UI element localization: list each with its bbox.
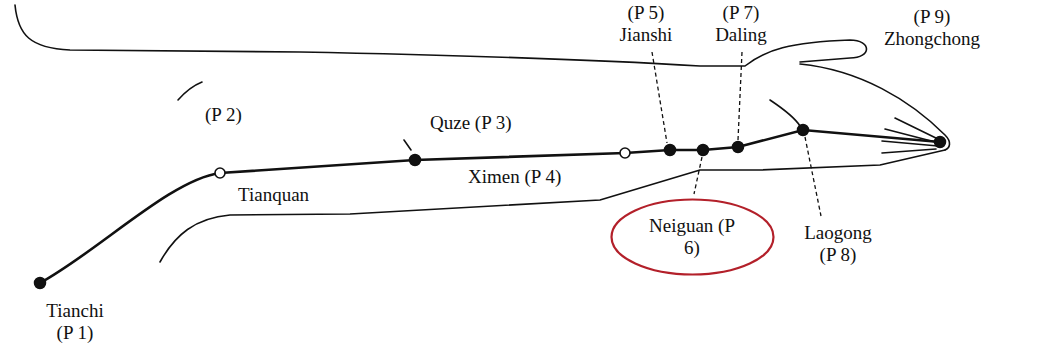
point-label: Quze (P 3): [430, 112, 512, 134]
elbow-crease: [178, 82, 202, 100]
acupoint-dot: [733, 142, 744, 153]
leader-line: [805, 137, 821, 216]
acupoint-open-dot: [215, 168, 225, 178]
point-label: Tianquan: [238, 184, 309, 206]
point-label: Laogong (P 8): [796, 222, 880, 266]
point-label: (P 9) Zhongchong: [876, 6, 988, 50]
acupoint-dot: [35, 278, 46, 289]
point-label: Neiguan (P 6): [647, 215, 737, 259]
leader-line: [738, 52, 742, 140]
acupoint-dot: [698, 145, 709, 156]
finger-line: [882, 149, 936, 153]
acupoint-dot: [410, 155, 421, 166]
ellipse-outline: [611, 200, 773, 275]
point-label: (P 5) Jianshi: [610, 2, 682, 46]
acupoint-dot: [935, 137, 946, 148]
point-label: Ximen (P 4): [468, 166, 561, 188]
palm-crease: [770, 100, 800, 126]
acupoint-dot: [798, 125, 809, 136]
leader-line: [694, 157, 702, 194]
acupoint-dot: [665, 145, 676, 156]
acupoint-open-dot: [620, 148, 630, 158]
point-label: (P 7) Daling: [708, 2, 774, 46]
point-label: Tianchi (P 1): [38, 300, 112, 344]
point-label: (P 2): [205, 104, 242, 126]
meridian-line: [40, 130, 940, 283]
highlight-ellipse: Neiguan (P 6): [610, 198, 775, 276]
leader-line: [652, 52, 667, 143]
elbow-crease: [404, 140, 411, 150]
